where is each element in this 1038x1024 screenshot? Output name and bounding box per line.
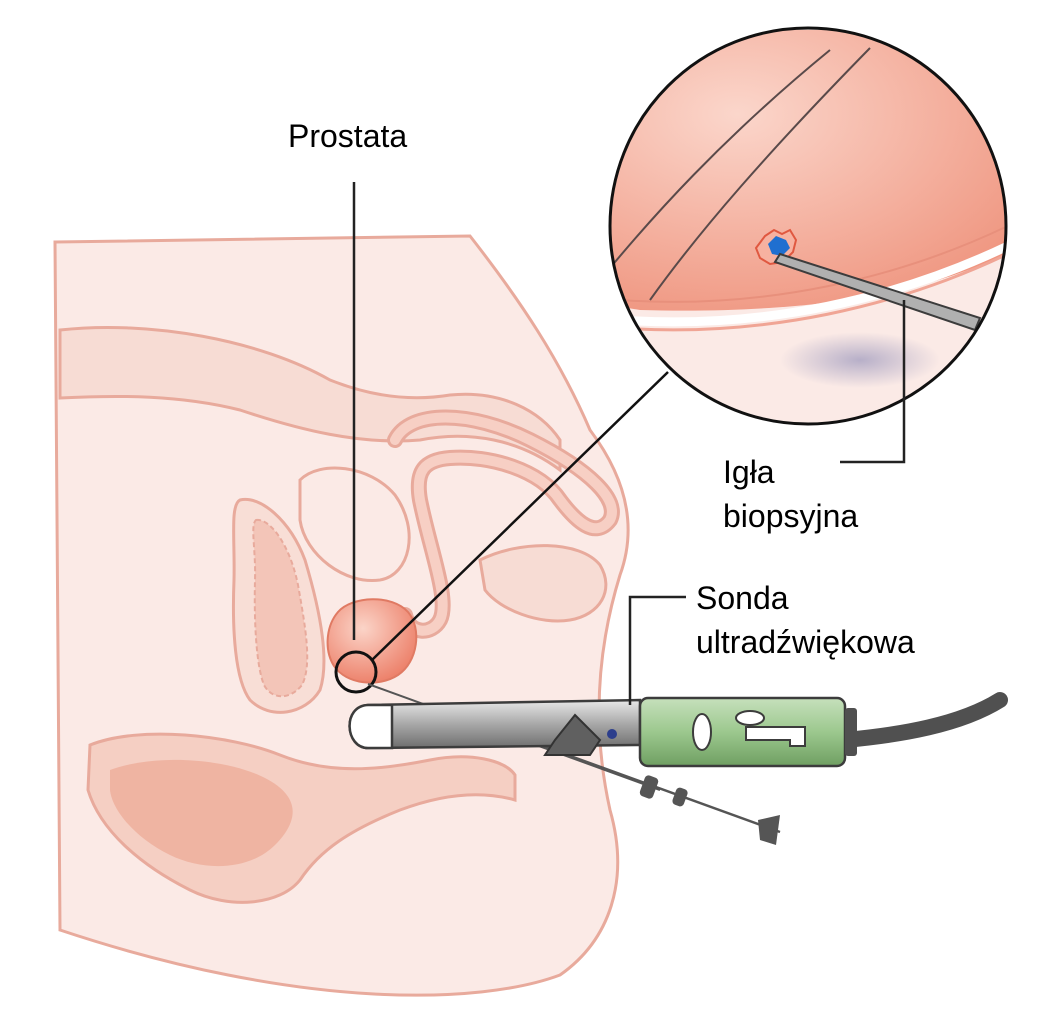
magnifier-callout bbox=[608, 26, 1008, 426]
label-probe-line2: ultradźwiękowa bbox=[696, 624, 915, 660]
zoom-target-circle bbox=[334, 650, 378, 694]
label-needle-line2: biopsyjna bbox=[723, 498, 859, 534]
magnifier-connector bbox=[371, 371, 669, 661]
needle-grip bbox=[639, 775, 780, 845]
rectum-lumen bbox=[110, 759, 293, 867]
sacrum-inner bbox=[252, 518, 309, 698]
prostate bbox=[326, 598, 418, 684]
pubic-region bbox=[478, 544, 608, 623]
ultrasound-probe-icon bbox=[348, 692, 1008, 768]
label-needle-line1: Igła bbox=[723, 454, 775, 490]
label-probe-line1: Sonda bbox=[696, 580, 789, 616]
biopsy-needle-outer bbox=[539, 743, 781, 834]
needle-leader-line bbox=[840, 300, 906, 464]
pelvic-bone bbox=[58, 325, 562, 473]
probe-leader-line bbox=[628, 595, 686, 705]
label-prostate: Prostata bbox=[288, 118, 408, 154]
